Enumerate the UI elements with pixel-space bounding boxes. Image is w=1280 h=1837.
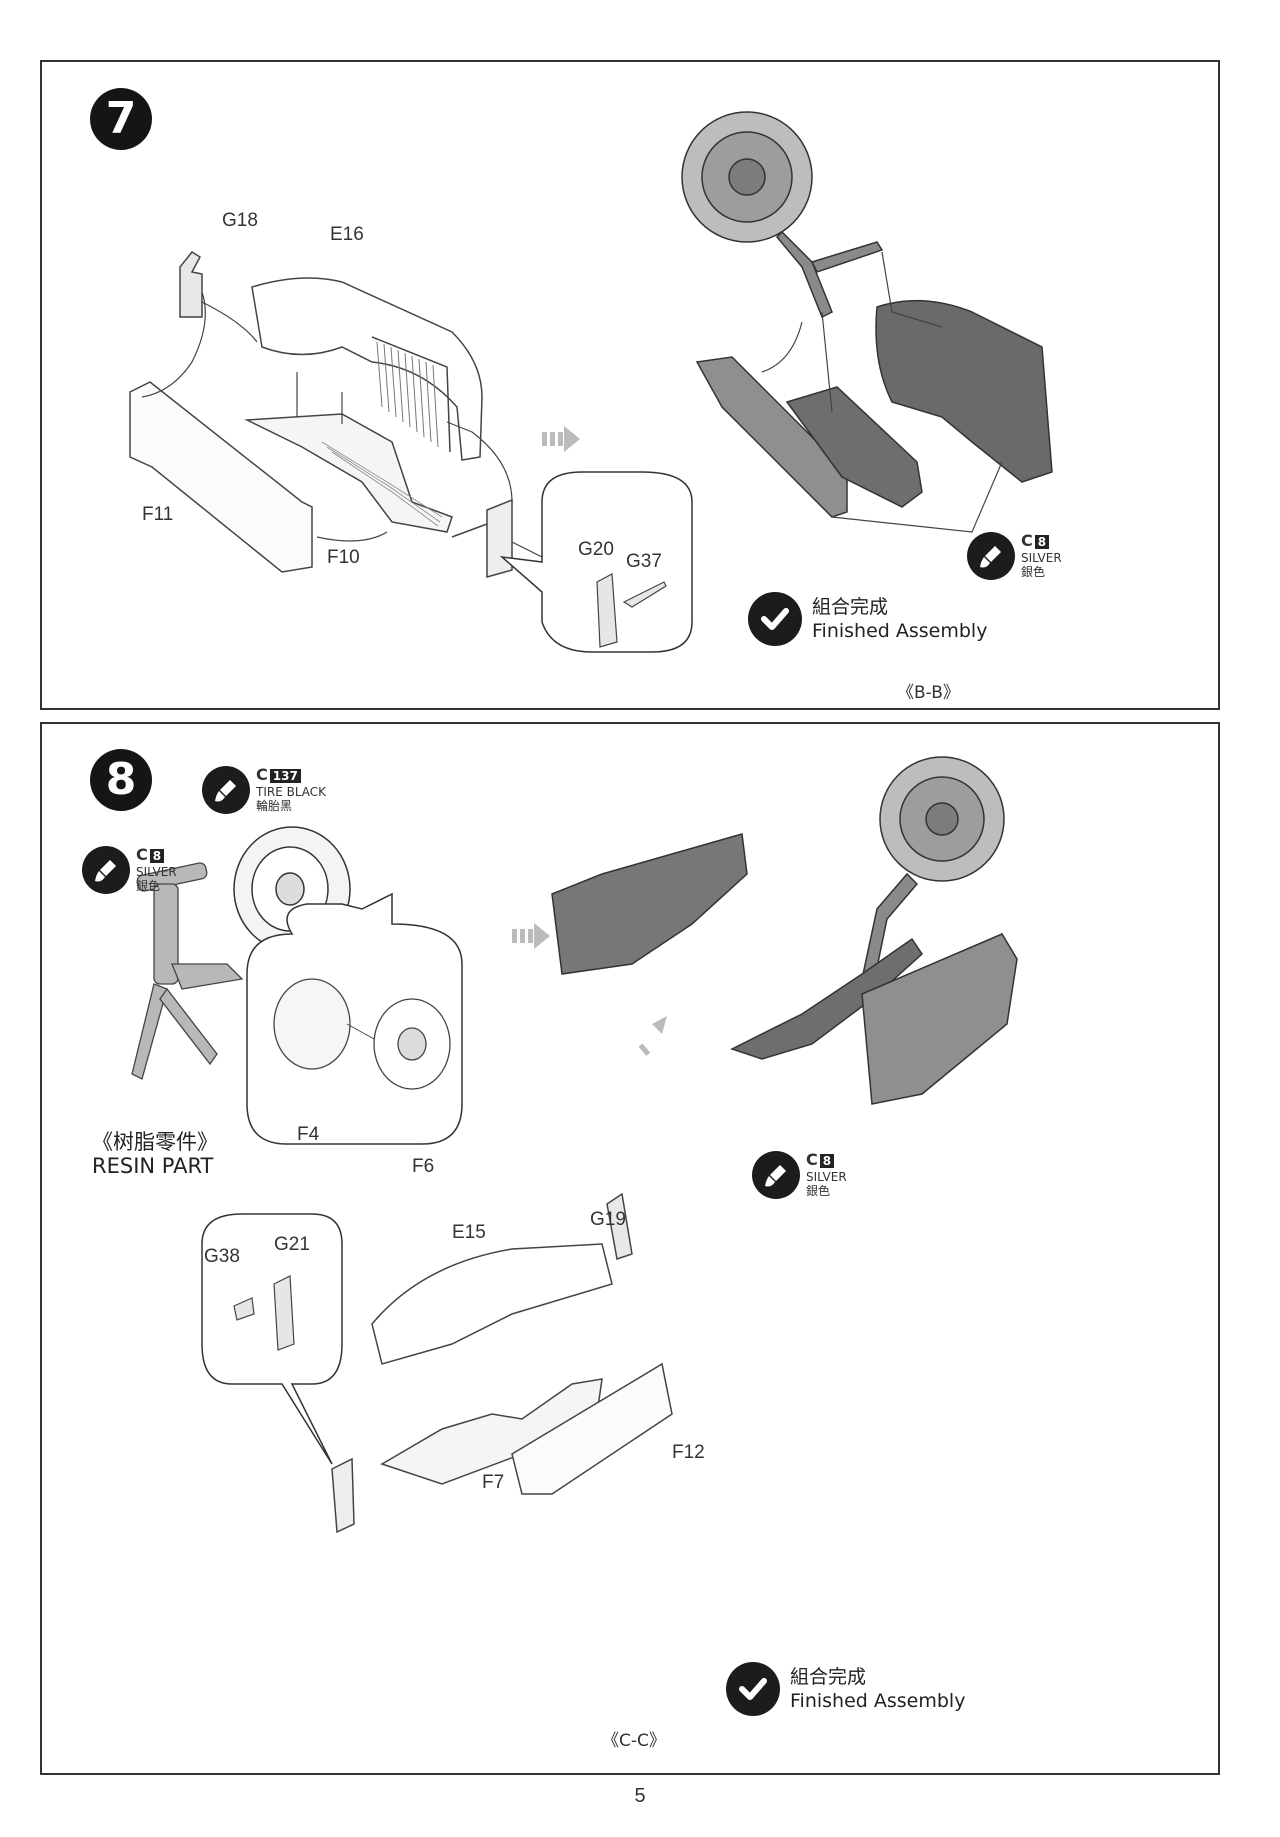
paint-name: SILVER [136, 865, 177, 879]
part-label-e15: E15 [452, 1222, 486, 1243]
paint-name: SILVER [806, 1170, 847, 1184]
resin-part-note: 《树脂零件》 RESIN PART [92, 1130, 218, 1178]
paint-name-zh: 銀色 [806, 1184, 831, 1198]
paint-number: 8 [819, 1154, 835, 1168]
step-number-badge: 7 [90, 88, 152, 150]
part-label-f10: F10 [327, 547, 360, 568]
paint-number: 137 [269, 769, 301, 783]
paint-name-zh: 銀色 [136, 879, 161, 893]
part-label-g20: G20 [578, 539, 614, 560]
part-label-g21: G21 [274, 1234, 310, 1255]
step-7-illustration [129, 111, 1053, 653]
step-number-badge: 8 [90, 749, 152, 811]
step-8-panel: 8 [40, 722, 1220, 1775]
paint-code: C [136, 845, 148, 864]
part-label-f4: F4 [297, 1124, 320, 1145]
paintbrush-icon [82, 846, 130, 894]
finished-assembly-en: Finished Assembly [790, 1690, 966, 1712]
checkmark-icon [748, 592, 802, 646]
part-label-f12: F12 [672, 1442, 705, 1463]
resin-part-zh: 《树脂零件》 [92, 1130, 218, 1154]
paint-name: TIRE BLACK [256, 785, 327, 799]
paint-name-zh: 輪胎黑 [256, 799, 293, 813]
paintbrush-icon [202, 766, 250, 814]
part-label-g38: G38 [204, 1246, 240, 1267]
paint-name-zh: 銀色 [1021, 565, 1046, 579]
part-label-g18: G18 [222, 210, 258, 231]
part-label-g37: G37 [626, 551, 662, 572]
part-label-g19: G19 [590, 1209, 626, 1230]
part-label-f7: F7 [482, 1472, 505, 1493]
checkmark-icon [726, 1662, 780, 1716]
paint-number: 8 [1034, 535, 1050, 549]
paintbrush-icon [967, 532, 1015, 580]
paintbrush-icon [752, 1151, 800, 1199]
finished-assembly-en: Finished Assembly [812, 620, 988, 642]
paint-code: C [806, 1150, 818, 1169]
part-label-f11: F11 [142, 504, 174, 525]
step-7-panel: 7 [40, 60, 1220, 710]
finished-assembly-zh: 組合完成 [812, 596, 889, 618]
paint-code: C [1021, 531, 1033, 550]
finished-assembly: 組合完成 Finished Assembly [726, 1662, 965, 1716]
step-8-illustration [131, 756, 1018, 1534]
paint-number: 8 [149, 849, 165, 863]
finished-assembly-zh: 組合完成 [790, 1666, 867, 1688]
paint-name: SILVER [1021, 551, 1062, 565]
part-label-e16: E16 [330, 224, 364, 245]
part-label-f6: F6 [412, 1156, 435, 1177]
section-caption: 《B-B》 [897, 683, 960, 703]
paint-code: C [256, 765, 268, 784]
finished-assembly: 組合完成 Finished Assembly [748, 592, 987, 646]
section-caption: 《C-C》 [602, 1731, 666, 1751]
page-number: 5 [634, 1785, 646, 1807]
resin-part-en: RESIN PART [92, 1154, 214, 1178]
